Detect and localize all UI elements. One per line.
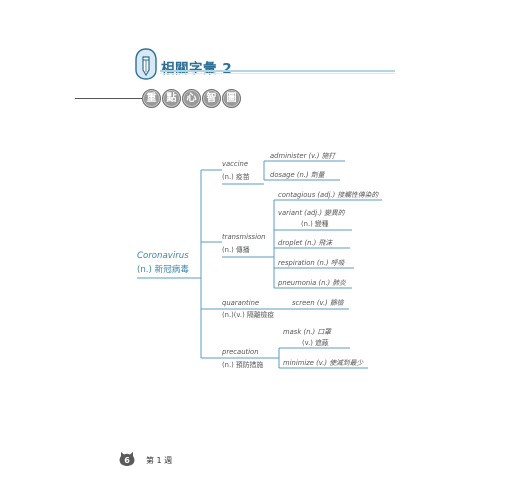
week-label: 第 1 週 bbox=[146, 456, 173, 465]
subtitle-char: 圖 bbox=[222, 89, 241, 108]
page-number: 6 bbox=[124, 456, 130, 465]
root-word: Coronavirus bbox=[137, 251, 189, 261]
leaf-word: mask (n.) 口罩 bbox=[283, 328, 332, 336]
leaf-word: administer (v.) 施打 bbox=[270, 152, 336, 160]
subtitle-char: 智 bbox=[202, 89, 221, 108]
leaf-word: contagious (adj.) 接觸性傳染的 bbox=[278, 191, 379, 199]
leaf-word: minimize (v.) 使減到最少 bbox=[283, 359, 364, 367]
branch-translation: (n.) 預防措施 bbox=[222, 360, 263, 369]
leaf-word-line2: (n.) 變種 bbox=[301, 219, 329, 228]
pencil-shield-icon bbox=[135, 48, 157, 80]
subtitle-rule bbox=[75, 98, 143, 99]
branch-word: vaccine bbox=[222, 160, 248, 168]
branch-word: precaution bbox=[221, 348, 259, 356]
root-translation: (n.) 新冠病毒 bbox=[137, 263, 189, 275]
leaf-word: variant (adj.) 變異的 bbox=[278, 209, 346, 217]
leaf-word: droplet (n.) 飛沫 bbox=[278, 239, 333, 247]
subtitle-char: 心 bbox=[182, 89, 201, 108]
subtitle-char: 重 bbox=[142, 89, 161, 108]
branch-translation: (n.) 傳播 bbox=[222, 245, 250, 254]
leaf-word: pneumonia (n.) 肺炎 bbox=[277, 279, 347, 287]
title-underline bbox=[160, 70, 395, 74]
subtitle-char: 點 bbox=[162, 89, 181, 108]
leaf-word-line2: (v.) 遮蔽 bbox=[302, 338, 329, 347]
branch-word: transmission bbox=[222, 233, 265, 241]
branch-translation: (n.) 疫苗 bbox=[222, 172, 250, 181]
subtitle-badges: 重 點 心 智 圖 bbox=[142, 89, 241, 108]
branch-word: quarantine bbox=[222, 299, 259, 307]
leaf-word: dosage (n.) 劑量 bbox=[270, 171, 326, 179]
leaf-word: screen (v.) 篩檢 bbox=[292, 299, 345, 307]
leaf-word: respiration (n.) 呼吸 bbox=[278, 259, 346, 267]
page-number-badge: 6 bbox=[119, 452, 135, 466]
branch-translation: (n.)(v.) 隔離檢疫 bbox=[222, 310, 274, 319]
